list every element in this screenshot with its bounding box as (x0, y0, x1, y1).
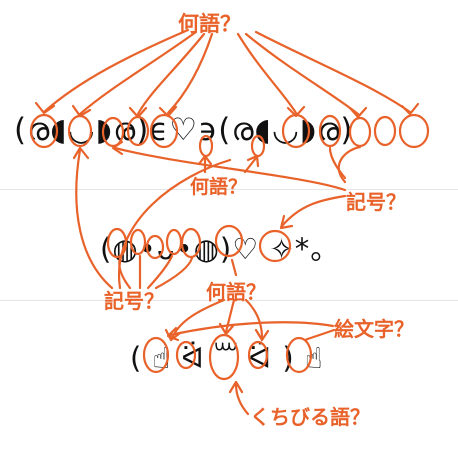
label-nanigo-top: 何語？ (178, 12, 241, 36)
label-emoji: 絵文字？ (334, 317, 414, 341)
label-nanigo-middle: 何語？ (190, 176, 248, 198)
emoticon-line-2: (◍•ᴗ•◍)♡ ✧*。 (100, 232, 341, 266)
label-nanigo-lower: 何語？ (206, 280, 266, 304)
circle-mark (398, 113, 430, 149)
emoticon-line-1: (ര◖◡◗ര)ϵ♡϶(ര◖◡◗ര) (14, 112, 354, 148)
label-kigou-left: 記号？ (104, 289, 164, 313)
emoticon-line-3: ( ☝︎ ᐛ ꒶ ᐛ ) ☝︎ (130, 341, 324, 375)
label-kuchibiru-go: くちびる語？ (250, 405, 370, 429)
label-kigou-right: 記号？ (346, 190, 406, 214)
circle-mark (373, 115, 397, 147)
